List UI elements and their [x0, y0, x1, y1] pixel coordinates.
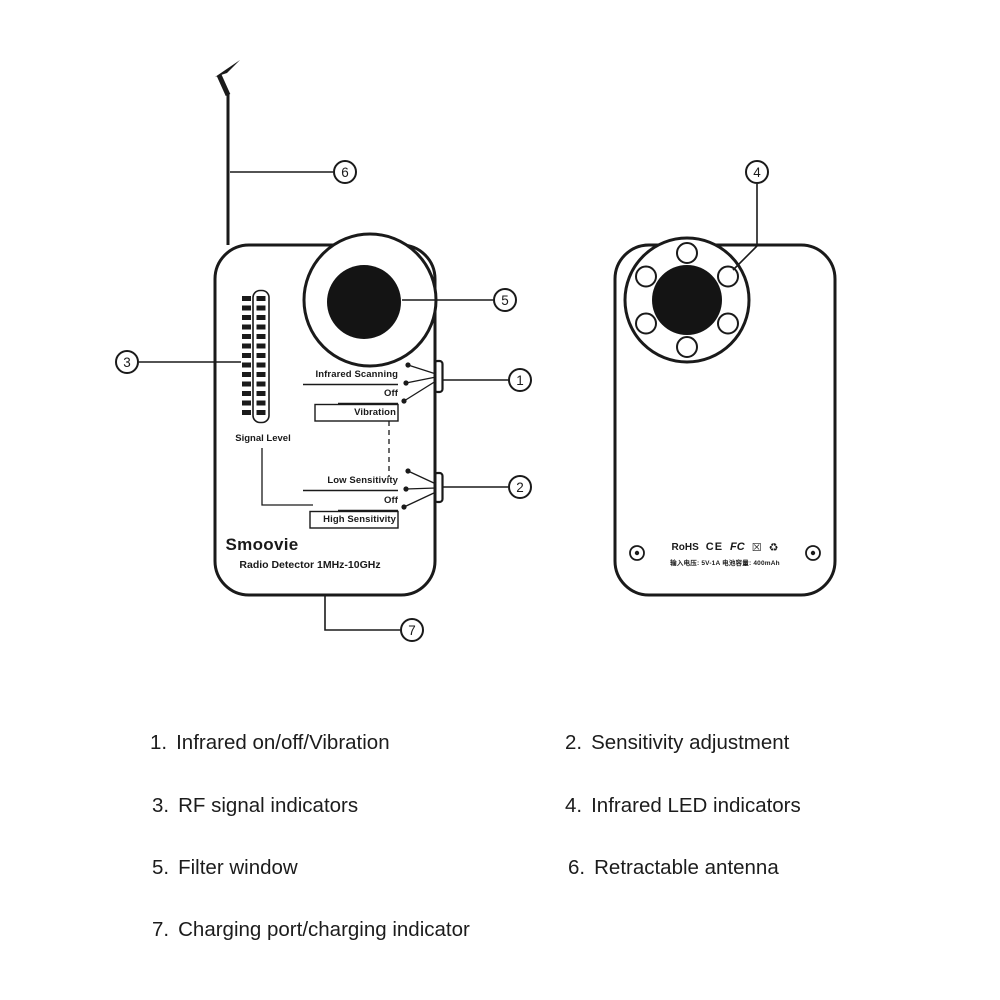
mode-option-infrared-scanning: Infrared Scanning: [315, 369, 398, 380]
callout-3-number: 3: [123, 354, 131, 370]
mode-switch-markings: [303, 383, 399, 422]
callout-5: 5: [493, 288, 517, 312]
signal-level-label: Signal Level: [235, 433, 291, 444]
callout-4-number: 4: [753, 164, 761, 180]
sensitivity-switch-pointers: [401, 468, 437, 510]
legend-text-6: Retractable antenna: [594, 856, 779, 879]
callout-1-number: 1: [516, 372, 524, 388]
callout-3: 3: [115, 350, 139, 374]
signal-level-bars: [242, 296, 266, 415]
weee-bin-icon: ☒: [751, 541, 762, 554]
callout-1: 1: [508, 368, 532, 392]
callout-6: 6: [333, 160, 357, 184]
callout-2-number: 2: [516, 479, 524, 495]
legend-text-7: Charging port/charging indicator: [178, 918, 470, 941]
sensitivity-option-off: Off: [383, 495, 398, 506]
model-name: Radio Detector 1MHz-10GHz: [239, 559, 381, 571]
leader-led-ring: [732, 184, 758, 271]
leader-charging-port: [324, 596, 400, 631]
callout-7-number: 7: [408, 622, 416, 638]
legend-item-3: 3. RF signal indicators: [152, 794, 358, 818]
legend-item-1: 1. Infrared on/off/Vibration: [150, 731, 390, 755]
callout-leader-lines: [139, 171, 758, 631]
legend-number-3: 3.: [152, 794, 170, 817]
legend-text-2: Sensitivity adjustment: [591, 731, 790, 754]
legend-text-4: Infrared LED indicators: [591, 794, 801, 817]
antenna: [215, 60, 240, 245]
case-screws: [629, 545, 821, 561]
legend-number-7: 7.: [152, 918, 170, 941]
camera-lens-dark: [652, 265, 722, 335]
fcc-mark: FC: [730, 541, 745, 553]
sensitivity-switch-markings: [303, 489, 399, 529]
legend-text-3: RF signal indicators: [178, 794, 359, 817]
legend-number-2: 2.: [565, 731, 583, 754]
mode-option-off: Off: [383, 388, 398, 399]
rohs-mark: RoHS: [671, 541, 699, 553]
front-device: [213, 60, 444, 597]
brand-name: Smoovie: [225, 535, 299, 554]
legend-item-4: 4. Infrared LED indicators: [565, 794, 801, 818]
recycle-icon: ♻: [768, 541, 779, 554]
sensitivity-option-high: High Sensitivity: [323, 513, 396, 525]
legend-item-6: 6. Retractable antenna: [568, 856, 779, 880]
legend-number-6: 6.: [568, 856, 586, 879]
callout-4: 4: [745, 160, 769, 184]
legend-text-1: Infrared on/off/Vibration: [176, 731, 390, 754]
ce-mark: CE: [705, 541, 724, 553]
callout-2: 2: [508, 475, 532, 499]
callout-7: 7: [400, 618, 424, 642]
callout-6-number: 6: [341, 164, 349, 180]
mode-option-vibration: Vibration: [354, 406, 396, 418]
legend-item-2: 2. Sensitivity adjustment: [565, 731, 789, 755]
legend-item-5: 5. Filter window: [152, 856, 298, 880]
back-device: [613, 236, 837, 597]
callout-5-number: 5: [501, 292, 509, 308]
power-spec-line: 输入电压: 5V-1A 电池容量: 400mAh: [670, 560, 780, 567]
legend-item-7: 7. Charging port/charging indicator: [152, 918, 470, 942]
legend-number-5: 5.: [152, 856, 170, 879]
filter-window-lens: [327, 265, 401, 339]
legend-number-4: 4.: [565, 794, 583, 817]
sensitivity-option-low: Low Sensitivity: [327, 475, 398, 486]
legend-text-5: Filter window: [178, 856, 298, 879]
signal-level-pointer: [261, 448, 313, 506]
certification-row: RoHS CE FC ☒ ♻: [655, 539, 795, 555]
mode-switch-pointers: [401, 362, 437, 404]
signal-level-frame: [252, 289, 270, 424]
legend-number-1: 1.: [150, 731, 168, 754]
infrared-leds: [635, 242, 739, 358]
